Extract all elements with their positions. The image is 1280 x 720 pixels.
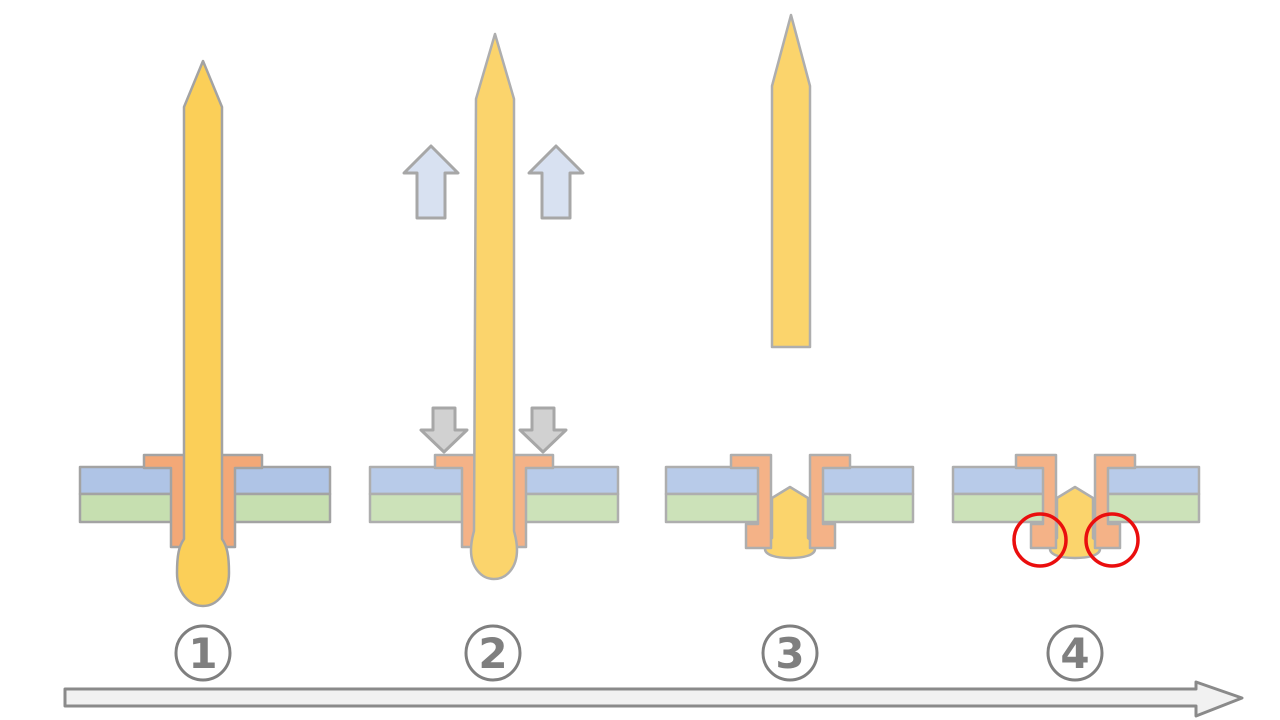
timeline-right-arrow-icon bbox=[63, 680, 1244, 718]
press-down-arrow-icon bbox=[518, 406, 568, 454]
badge-circle bbox=[761, 624, 819, 682]
step-3-mandrel-broken bbox=[664, 13, 915, 560]
badge-circle bbox=[464, 624, 522, 682]
rivet-wall-left bbox=[1014, 453, 1058, 550]
highlight-circle-left bbox=[1012, 512, 1068, 568]
plate-bottom-right bbox=[815, 492, 915, 524]
highlight-circle-right bbox=[1084, 512, 1140, 568]
step-number-badge-2: 2 bbox=[464, 624, 522, 682]
mandrel-head-remnant bbox=[763, 485, 817, 560]
plate-top-right bbox=[511, 465, 620, 496]
rivet-wall-right bbox=[1093, 453, 1137, 550]
broken-mandrel-stem bbox=[770, 13, 812, 349]
step-number-badge-4: 4 bbox=[1046, 624, 1104, 682]
rivet-wall-right bbox=[808, 453, 852, 550]
step-number-badge-3: 3 bbox=[761, 624, 819, 682]
badge-circle bbox=[1046, 624, 1104, 682]
badge-number: 2 bbox=[478, 629, 507, 678]
mandrel-with-head bbox=[175, 59, 231, 608]
step-4-rivet-set bbox=[951, 453, 1201, 560]
plate-top-left bbox=[368, 465, 477, 496]
badge-number: 4 bbox=[1060, 629, 1089, 678]
mandrel-being-pulled bbox=[469, 32, 519, 581]
plate-bottom-right bbox=[511, 492, 620, 524]
plate-bottom-left bbox=[951, 492, 1052, 524]
badge-circle bbox=[174, 624, 232, 682]
plate-bottom-left bbox=[368, 492, 477, 524]
plate-bottom-right bbox=[1100, 492, 1201, 524]
step-number-badge-1: 1 bbox=[174, 624, 232, 682]
badge-number: 1 bbox=[188, 629, 217, 678]
plate-bottom-left bbox=[664, 492, 766, 524]
badge-number: 3 bbox=[775, 629, 804, 678]
press-down-arrow-icon bbox=[419, 406, 469, 454]
step-2-mandrel-pulled bbox=[368, 32, 620, 581]
plate-top-left bbox=[664, 465, 766, 496]
pull-up-arrow-icon bbox=[402, 144, 460, 220]
step-1-rivet-inserted bbox=[78, 59, 332, 608]
plate-top-right bbox=[1100, 465, 1201, 496]
plate-top-left bbox=[951, 465, 1052, 496]
pull-up-arrow-icon bbox=[527, 144, 585, 220]
rivet-wall-left bbox=[729, 453, 773, 550]
plate-top-right bbox=[815, 465, 915, 496]
